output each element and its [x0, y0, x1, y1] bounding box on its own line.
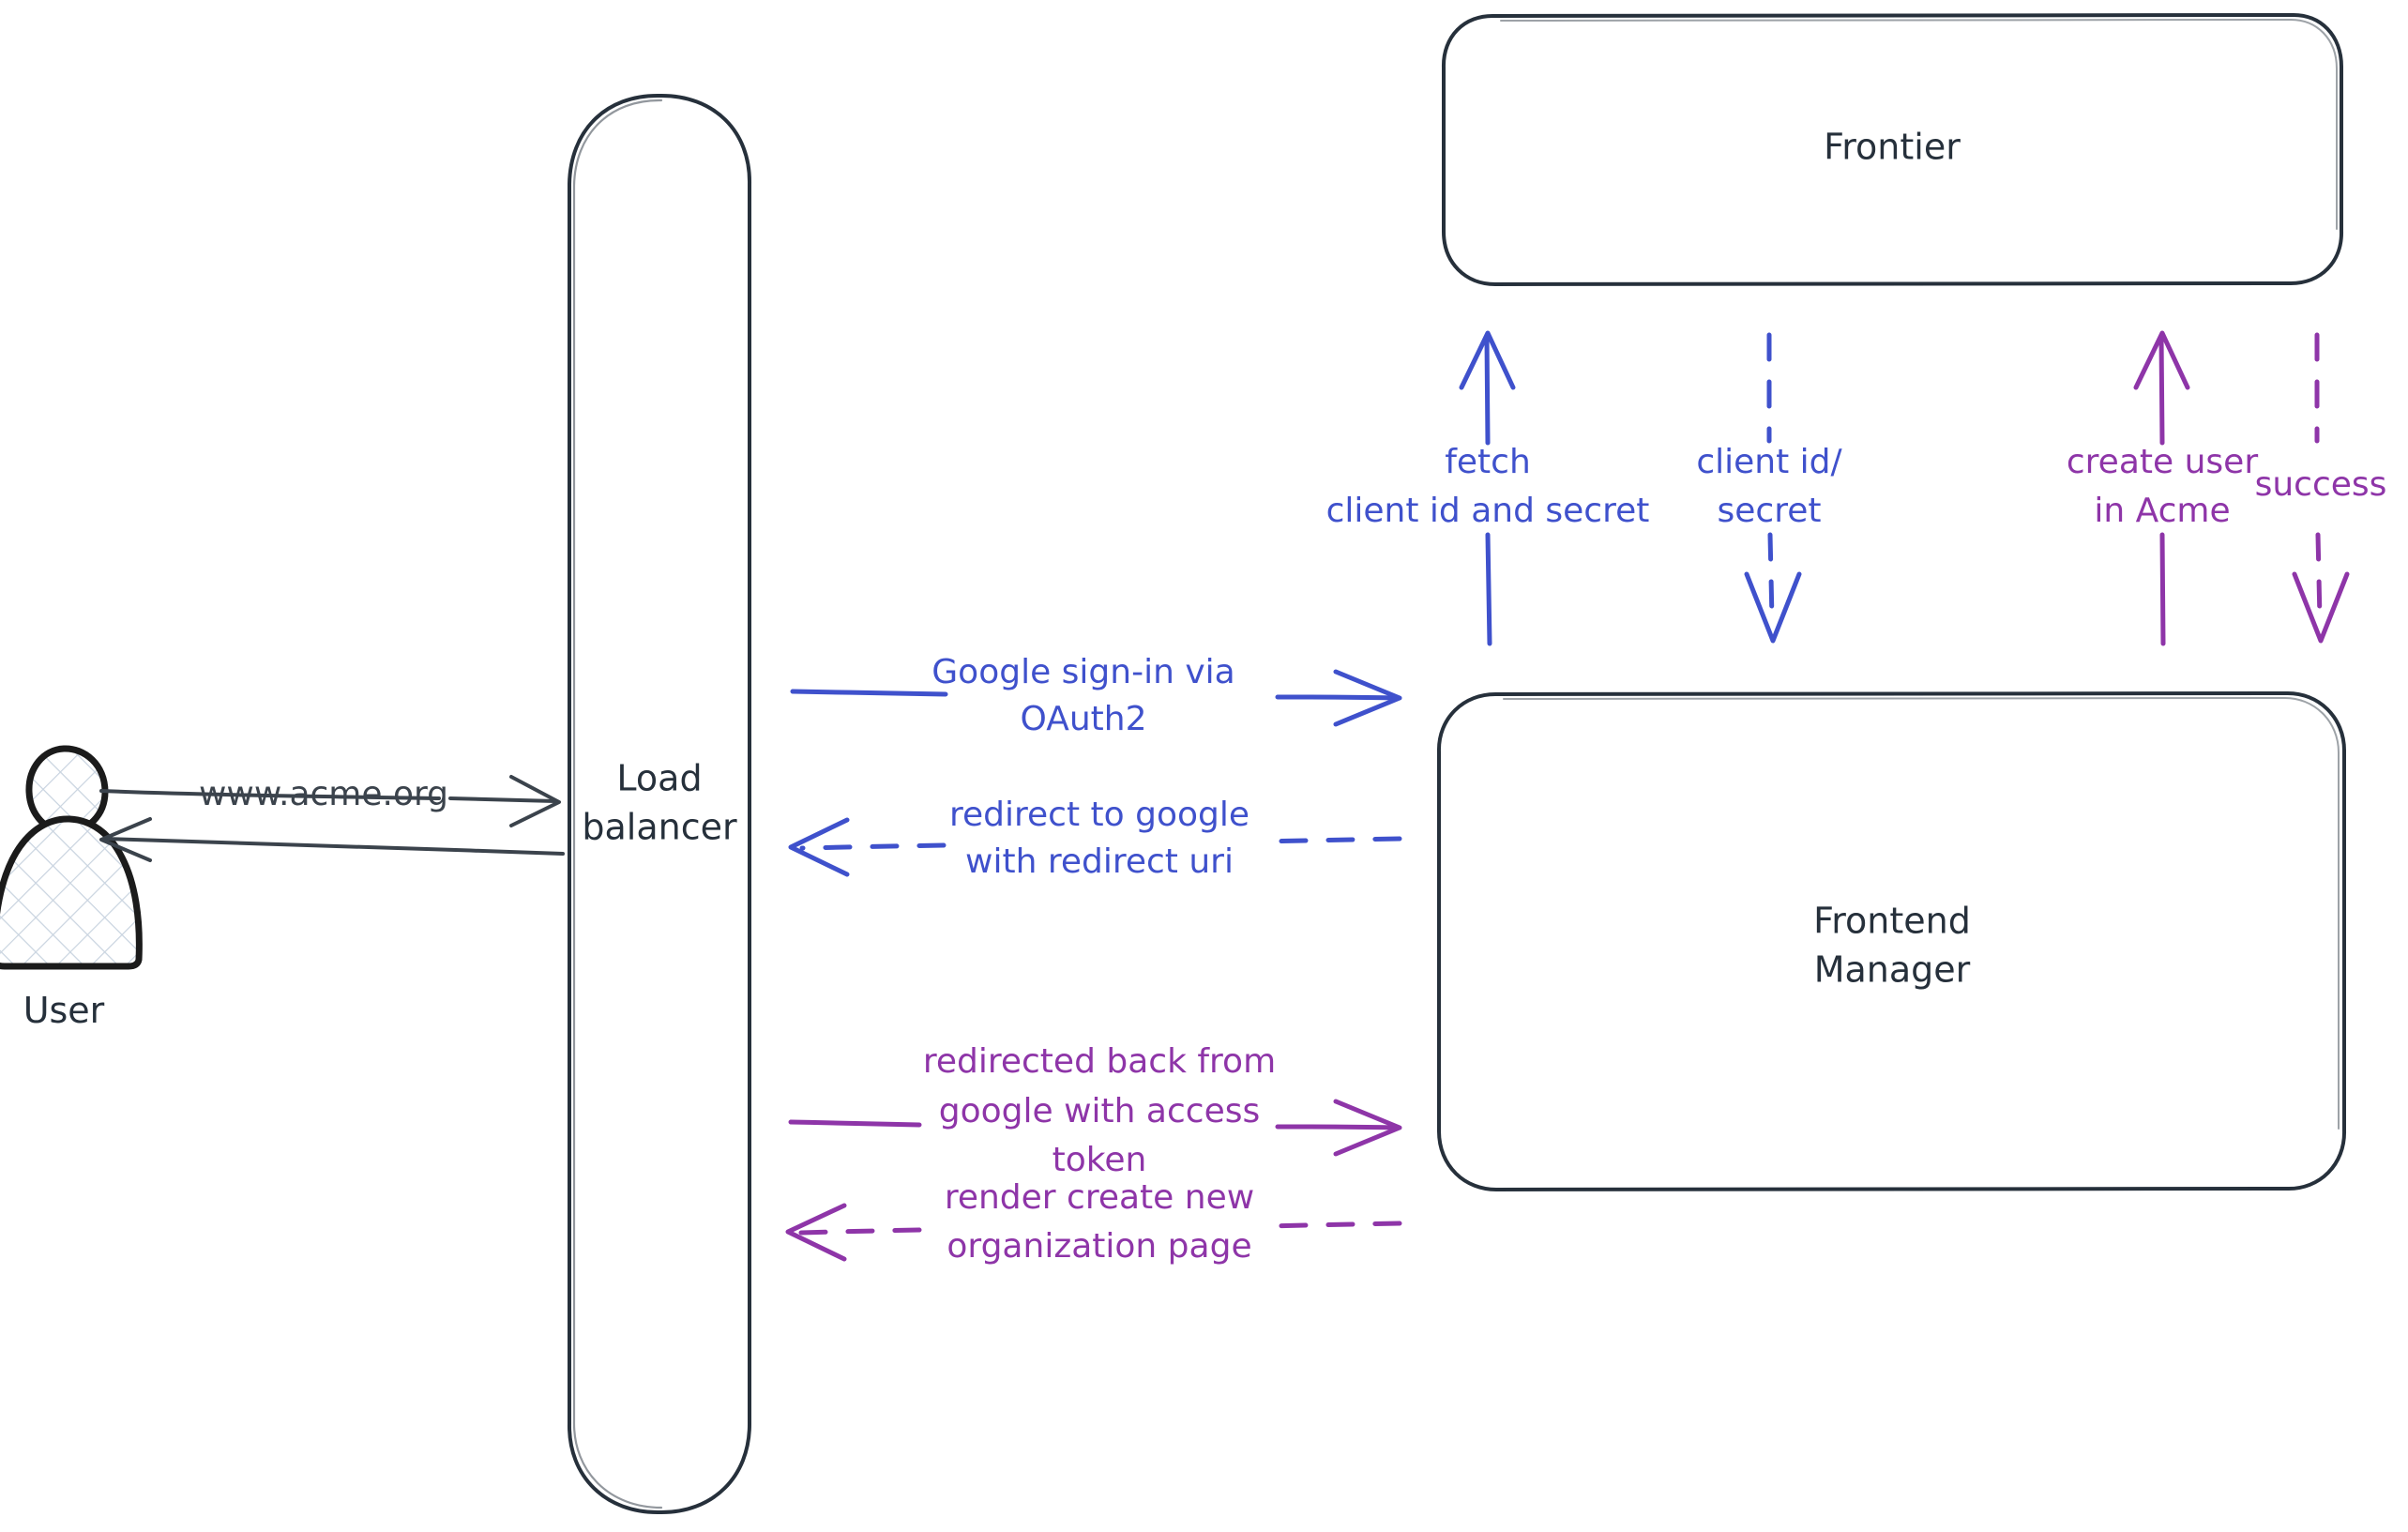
edge-fetch-label-line2: client id and secret: [1326, 492, 1650, 530]
edge-token-label-line2: google with access: [939, 1092, 1260, 1130]
actor-user-label: User: [23, 990, 105, 1031]
edge-creds-label-line2: secret: [1718, 492, 1822, 530]
node-frontend-manager-label-line2: Manager: [1814, 949, 1971, 991]
node-load-balancer-label-line1: Load: [616, 758, 702, 799]
edge-fm-to-frontier-createuser: create user in Acme: [2067, 330, 2258, 646]
edge-fetch-label-line1: fetch: [1445, 443, 1531, 481]
edge-signin-label-line1: Google sign-in via: [931, 653, 1234, 691]
edge-redirect-label-line1: redirect to google: [949, 796, 1249, 834]
edge-user-to-lb-label: www.acme.org: [199, 775, 448, 813]
node-frontend-manager[interactable]: Frontend Manager: [1436, 690, 2347, 1192]
edge-redirect-label-line2: with redirect uri: [965, 842, 1234, 881]
node-frontend-manager-label-line1: Frontend: [1813, 901, 1971, 942]
edge-frontier-to-fm-success: success: [2255, 332, 2387, 644]
edge-lb-to-user: [99, 817, 565, 862]
edge-fm-to-lb-render: render create new organization page: [785, 1178, 1402, 1266]
edge-createuser-label-line2: in Acme: [2094, 492, 2230, 530]
actor-user: User: [0, 745, 143, 1031]
node-load-balancer[interactable]: Load balancer: [567, 93, 752, 1515]
edge-success-label: success: [2255, 465, 2387, 504]
edge-fm-to-frontier-fetch: fetch client id and secret: [1326, 330, 1650, 646]
edge-token-label-line3: token: [1053, 1141, 1147, 1179]
edge-lb-to-fm-token: redirected back from google with access …: [788, 1042, 1402, 1179]
node-frontier-label: Frontier: [1824, 127, 1961, 168]
edge-creds-label-line1: client id/: [1696, 443, 1842, 481]
edge-fm-to-lb-redirect: redirect to google with redirect uri: [788, 796, 1402, 881]
edge-frontier-to-fm-creds: client id/ secret: [1696, 332, 1843, 644]
edge-render-label-line2: organization page: [947, 1227, 1251, 1266]
person-icon: [0, 745, 143, 970]
edge-createuser-label-line1: create user: [2067, 443, 2258, 481]
edge-user-to-lb: www.acme.org: [99, 775, 561, 827]
edge-token-label-line1: redirected back from: [923, 1042, 1276, 1081]
edge-signin-label-line2: OAuth2: [1021, 700, 1147, 738]
node-load-balancer-label-line2: balancer: [582, 807, 737, 848]
edge-lb-to-fm-signin: Google sign-in via OAuth2: [790, 653, 1402, 738]
edge-render-label-line1: render create new: [945, 1178, 1254, 1217]
node-frontier[interactable]: Frontier: [1441, 12, 2344, 286]
